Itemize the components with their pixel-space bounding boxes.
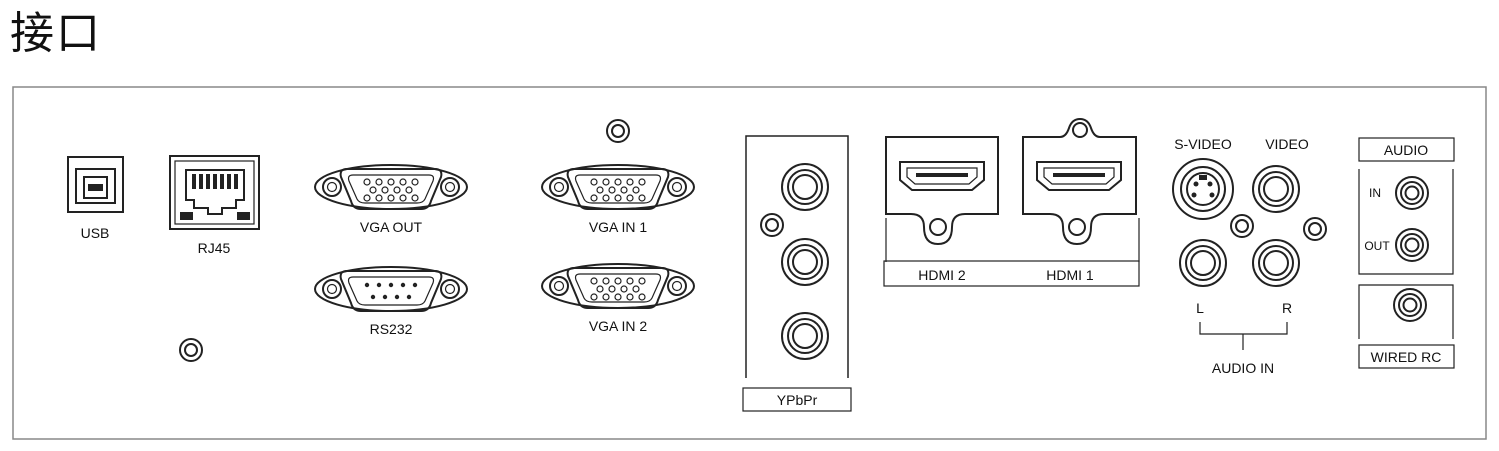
hdmi-1-label: HDMI 1 bbox=[1046, 267, 1094, 283]
audio-port-in-label: IN bbox=[1369, 186, 1381, 200]
ypbpr-pr-jack bbox=[781, 312, 829, 360]
ypbpr-label: YPbPr bbox=[777, 392, 818, 408]
audio-out-jack bbox=[1395, 228, 1429, 262]
audio-in-r-jack bbox=[1252, 239, 1300, 287]
audio-label-box bbox=[1358, 137, 1455, 162]
rs232-label: RS232 bbox=[370, 321, 413, 337]
usb-label: USB bbox=[81, 225, 110, 241]
ypbpr-group bbox=[742, 135, 852, 412]
ypbpr-label-box bbox=[742, 387, 852, 412]
rj45-port bbox=[169, 155, 260, 230]
av-screw-icon bbox=[1230, 214, 1254, 238]
page-title: 接口 bbox=[10, 8, 102, 59]
audio-l-label: L bbox=[1196, 300, 1204, 316]
hdmi-1-screw-icon bbox=[1068, 218, 1086, 236]
audio-r-label: R bbox=[1282, 300, 1292, 316]
hdmi-2-port bbox=[899, 161, 985, 191]
hdmi-label-box bbox=[883, 260, 1140, 287]
wired-rc-jack bbox=[1393, 288, 1427, 322]
vga-in-1-port bbox=[541, 164, 695, 210]
vga-in-1-label: VGA IN 1 bbox=[589, 219, 648, 235]
hdmi-group bbox=[883, 117, 1140, 287]
vga-screw-icon bbox=[606, 119, 630, 143]
vga-in-2-port bbox=[541, 263, 695, 309]
usb-port bbox=[67, 156, 124, 213]
ypbpr-pb-jack bbox=[781, 238, 829, 286]
hdmi-1-top-screw-icon bbox=[1072, 122, 1088, 138]
audio-label: AUDIO bbox=[1384, 142, 1428, 158]
wired-rc-label-box bbox=[1358, 344, 1455, 369]
panel-border bbox=[12, 86, 1487, 440]
rj45-label: RJ45 bbox=[198, 240, 231, 256]
audio-port-out-label: OUT bbox=[1364, 239, 1390, 253]
ground-screw-icon bbox=[179, 338, 203, 362]
vga-in-2-label: VGA IN 2 bbox=[589, 318, 648, 334]
vga-out-label: VGA OUT bbox=[360, 219, 423, 235]
s-video-label: S-VIDEO bbox=[1174, 136, 1232, 152]
rs232-port bbox=[314, 266, 468, 312]
ypbpr-screw-icon bbox=[760, 213, 784, 237]
ypbpr-y-jack bbox=[781, 163, 829, 211]
hdmi-1-port bbox=[1036, 161, 1122, 191]
av-side-screw-icon bbox=[1303, 217, 1327, 241]
hdmi-2-screw-icon bbox=[929, 218, 947, 236]
audio-in-l-jack bbox=[1179, 239, 1227, 287]
video-jack bbox=[1252, 165, 1300, 213]
hdmi-2-label: HDMI 2 bbox=[918, 267, 966, 283]
wired-rc-label: WIRED RC bbox=[1371, 349, 1442, 365]
audio-in-label: AUDIO IN bbox=[1212, 360, 1274, 376]
video-label: VIDEO bbox=[1265, 136, 1309, 152]
audio-in-bracket bbox=[1199, 322, 1288, 350]
audio-in-jack bbox=[1395, 176, 1429, 210]
vga-out-port bbox=[314, 164, 468, 210]
s-video-port bbox=[1172, 158, 1234, 220]
